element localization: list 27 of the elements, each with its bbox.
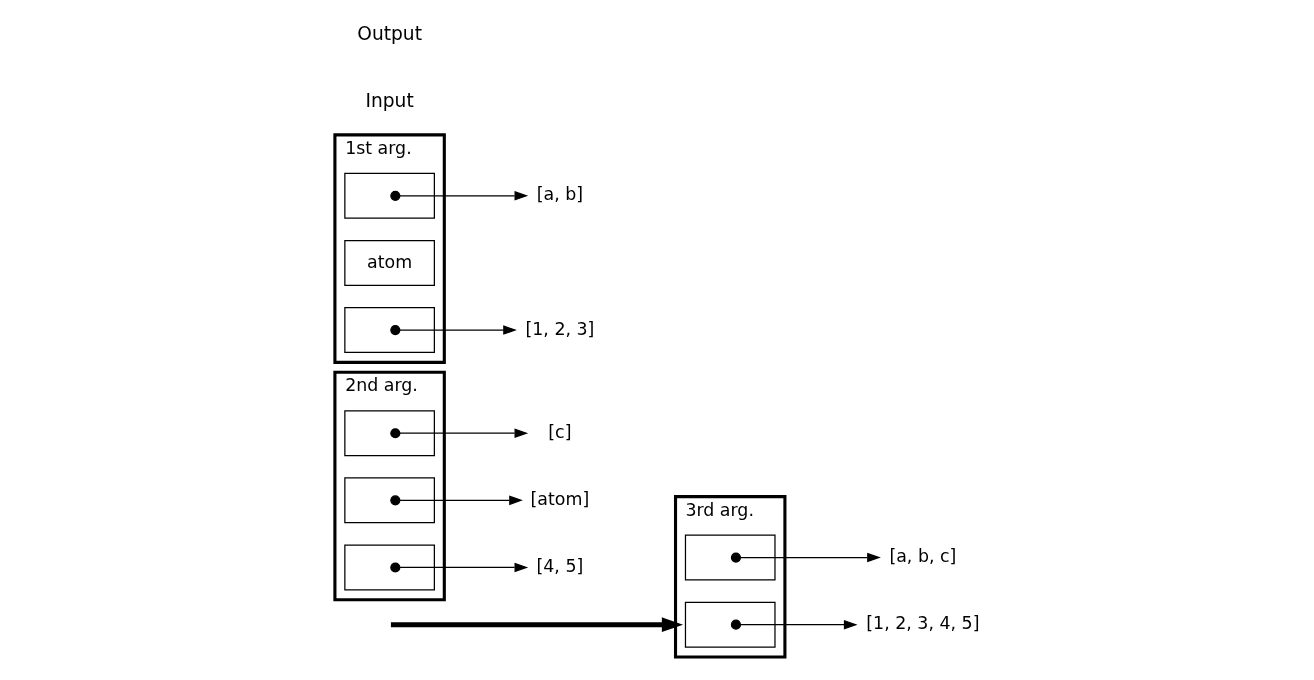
- arrow: [730, 552, 881, 563]
- node-text: [atom]: [530, 488, 589, 509]
- arrow: [390, 617, 683, 633]
- node-box: [343, 410, 435, 457]
- label: Input: [365, 89, 414, 111]
- arrow: [389, 190, 528, 201]
- node-text: [1, 2, 3]: [524, 318, 594, 339]
- node-text: [1, 2, 3, 4, 5]: [865, 613, 979, 634]
- arrow: [389, 324, 517, 336]
- node-text: [a, b, c]: [888, 546, 956, 567]
- node-box: [684, 601, 776, 648]
- arrow: [389, 562, 528, 573]
- node-text: [a, b]: [536, 184, 583, 205]
- node-box: [343, 307, 435, 354]
- node-box: atom: [343, 239, 435, 286]
- node-box: [343, 477, 435, 524]
- arrow: [389, 428, 528, 439]
- cluster: 3rd arg.: [673, 495, 786, 659]
- arrow: [730, 619, 858, 630]
- cluster: 2nd arg.: [332, 370, 446, 602]
- label: Output: [356, 22, 422, 44]
- arrow: [389, 495, 523, 506]
- node-text: [4, 5]: [536, 556, 583, 577]
- node-box: [684, 534, 776, 581]
- node-box: [343, 172, 435, 219]
- node-box: [343, 544, 435, 591]
- node-text: [c]: [547, 421, 571, 442]
